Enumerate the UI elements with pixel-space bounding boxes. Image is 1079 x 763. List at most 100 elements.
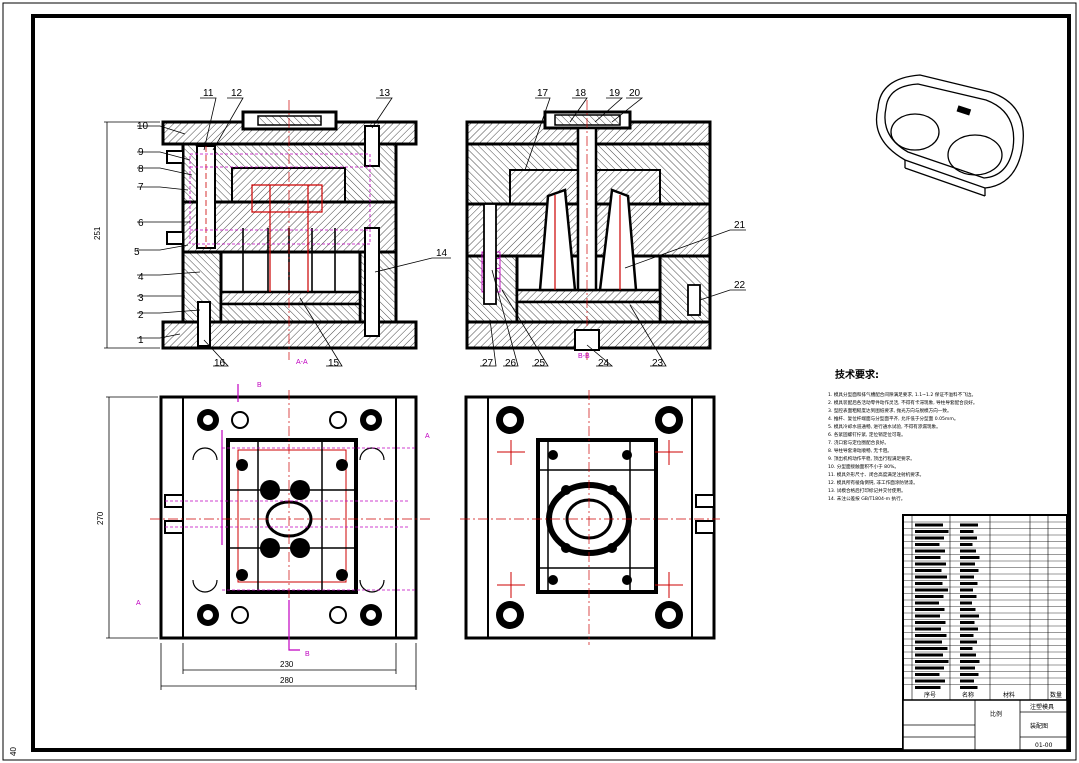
- tech-req-item: 1. 模具分型面和排气槽配合间隙满足要求, 1.1~1.2 保证不溢料不飞边。: [828, 391, 976, 398]
- tech-req-item: 11. 模具外形尺寸、闭合高度满足注射机要求。: [828, 471, 924, 478]
- leaders-side: [480, 97, 746, 367]
- bom-row-text-block: [915, 640, 942, 644]
- part-label: 23: [652, 358, 664, 369]
- part-label: 19: [609, 88, 621, 99]
- part-labels: 1 2 3 4 5 6 7 8 9 10 11 12 13 14 15 16 1…: [134, 88, 746, 369]
- section-label-bb: B-B: [578, 353, 590, 360]
- screw-13: [364, 125, 380, 167]
- tech-req-item: 6. 各紧固螺钉拧紧, 定位销定位可靠。: [828, 431, 906, 438]
- bom-row-text-block: [915, 653, 943, 657]
- section-mark-a: A: [425, 433, 430, 440]
- bom-row-text-block: [915, 660, 949, 663]
- bom-header-qty: 数量: [1050, 691, 1062, 699]
- part-label: 27: [482, 358, 494, 369]
- section-mark-a2: A: [136, 600, 141, 607]
- bom-row-text-block: [960, 640, 977, 644]
- section-mark-b2: B: [305, 651, 310, 658]
- part-label: 20: [629, 88, 641, 99]
- part-label: 5: [134, 247, 140, 258]
- bom-row-text-block: [915, 543, 940, 546]
- tech-req-list: 1. 模具分型面和排气槽配合间隙满足要求, 1.1~1.2 保证不溢料不飞边。 …: [828, 391, 978, 502]
- dim-height-front: 251: [93, 226, 102, 240]
- bom-header-name: 名称: [962, 691, 974, 699]
- tech-req-item: 5. 模具冷却水道通畅, 进行通水试验, 不得有渗漏现象。: [828, 423, 941, 430]
- bom-row-text-block: [915, 569, 942, 572]
- part-label: 8: [138, 164, 144, 175]
- tech-req-item: 7. 浇口套与定位圈配合良好。: [828, 439, 889, 446]
- bom-row-text-block: [960, 523, 978, 527]
- bom-row-text-block: [960, 614, 979, 618]
- title-assembly: 装配图: [1030, 722, 1048, 730]
- bom-row-text-block: [915, 575, 947, 579]
- part-label: 15: [328, 358, 340, 369]
- part-label: 16: [214, 358, 226, 369]
- dim-251: [104, 121, 160, 349]
- bom-row-text-block: [960, 653, 976, 657]
- bom-row-text-block: [960, 608, 976, 611]
- bom-row-text-block: [960, 627, 978, 631]
- bom-row-text-block: [915, 582, 943, 585]
- bom-row-text-block: [915, 536, 944, 540]
- bom-row-text-block: [915, 523, 943, 527]
- part-label: 6: [138, 218, 144, 229]
- sheet-inner-border: [31, 14, 1071, 752]
- part-label: 17: [537, 88, 549, 99]
- tech-req-item: 8. 导柱导套滑动顺畅, 无卡阻。: [828, 447, 892, 454]
- bom-row-text-block: [960, 556, 980, 559]
- bom-row-text-block: [915, 614, 940, 618]
- plan-view-moving: [460, 390, 720, 645]
- tech-req-item: 2. 模具装配后各活动零件动作灵活, 不得有卡滞现象, 导柱导套配合良好。: [828, 399, 978, 406]
- bom-row-text-block: [915, 556, 941, 559]
- tech-req-item: 3. 型腔表面粗糙度达到图纸要求, 抛光方向与脱模方向一致。: [828, 407, 952, 414]
- part-label: 25: [534, 358, 546, 369]
- bom-row-text-block: [960, 588, 973, 592]
- tech-req-item: 13. 试模合格后打印标记并交付使用。: [828, 487, 906, 494]
- bom-row-text-block: [960, 530, 974, 533]
- title-code: 01-00: [1035, 742, 1053, 749]
- bom-header-no: 序号: [924, 691, 936, 699]
- bom-row-text-block: [960, 686, 978, 689]
- part-label: 2: [138, 310, 144, 321]
- dim-width-outer: 280: [280, 676, 294, 685]
- part-label: 7: [138, 182, 144, 193]
- bom-row-text-block: [915, 621, 946, 624]
- bom-row-text-block: [915, 679, 945, 683]
- plan-view-fixed: A A B B: [136, 382, 430, 658]
- bom-header-material: 材料: [1003, 691, 1015, 699]
- bom-table: 序号 名称 材料 数量 比例 注塑模具 装配图 01-00: [902, 514, 1068, 751]
- section-label-aa: A-A: [296, 359, 308, 366]
- front-section-view: A-A: [161, 100, 418, 366]
- bom-row-text-block: [960, 673, 979, 676]
- bom-row-text-block: [960, 549, 976, 553]
- bom-row-text-block: [915, 634, 947, 637]
- part-label: 1: [138, 335, 144, 346]
- dim-width-inner: 230: [280, 660, 294, 669]
- bom-row-text-block: [960, 634, 974, 637]
- tech-req-item: 9. 顶出机构动作平稳, 顶出行程满足要求。: [828, 455, 915, 462]
- part-label: 18: [575, 88, 587, 99]
- corner-mark: 40: [9, 747, 18, 756]
- part-label: 26: [505, 358, 517, 369]
- screw-16: [197, 301, 211, 347]
- title-scale: 比例: [990, 710, 1002, 718]
- bom-row-text-block: [960, 536, 977, 540]
- title-drawing-name: 注塑模具: [1030, 703, 1054, 711]
- bom-row-text-block: [915, 530, 949, 533]
- side-section-view: B-B: [465, 100, 712, 360]
- return-pin: [364, 227, 380, 337]
- dims-plan: [106, 396, 417, 690]
- bom-row-text-block: [915, 686, 941, 689]
- bom-row-text-block: [960, 595, 977, 598]
- part-label: 24: [598, 358, 610, 369]
- bom-row-text-block: [960, 621, 975, 624]
- bom-row-text-block: [915, 627, 941, 631]
- part-label: 9: [138, 147, 144, 158]
- bom-row-text-block: [960, 582, 978, 585]
- part-label: 11: [203, 88, 214, 99]
- section-mark-b: B: [257, 382, 262, 389]
- bom-row-text-block: [915, 673, 940, 676]
- bom-row-text-block: [960, 562, 975, 566]
- part-label: 3: [138, 293, 144, 304]
